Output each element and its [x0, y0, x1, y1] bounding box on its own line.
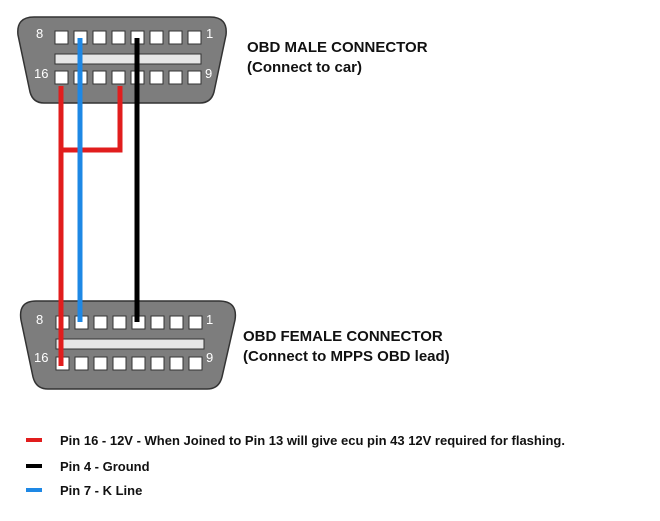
- female-pin-label-9: 9: [206, 350, 213, 365]
- female-bottom-pin-socket: [169, 356, 184, 371]
- female-bottom-pin-socket: [188, 356, 203, 371]
- male-connector-title: OBD MALE CONNECTOR: [247, 39, 428, 56]
- male-bottom-pin-socket: [92, 70, 107, 85]
- female-bottom-pin-socket: [74, 356, 89, 371]
- male-connector: 8 1 16 9: [17, 16, 227, 104]
- female-bottom-pin-socket: [93, 356, 108, 371]
- female-bottom-pin-socket: [150, 356, 165, 371]
- legend-swatch-black: [26, 464, 42, 468]
- male-top-pin-socket: [149, 30, 164, 45]
- male-pin-label-8: 8: [36, 26, 43, 41]
- male-pin-label-16: 16: [34, 66, 48, 81]
- wires: [58, 38, 140, 366]
- female-center-bar: [55, 338, 205, 350]
- female-top-pin-socket: [112, 315, 127, 330]
- male-top-pin-socket: [111, 30, 126, 45]
- male-top-pin-socket: [168, 30, 183, 45]
- male-bottom-pin-row: [54, 70, 202, 85]
- male-bottom-pin-socket: [111, 70, 126, 85]
- female-top-pin-socket: [150, 315, 165, 330]
- male-bottom-pin-socket: [168, 70, 183, 85]
- wire-pin-16-12v: [58, 86, 123, 153]
- legend-item-pin-4: Pin 4 - Ground: [26, 458, 150, 474]
- female-connector: 8 1 16 9: [19, 300, 237, 390]
- female-bottom-pin-socket: [131, 356, 146, 371]
- male-bottom-pin-socket: [187, 70, 202, 85]
- legend-swatch-red: [26, 438, 42, 442]
- male-top-pin-row: [54, 30, 202, 45]
- male-top-pin-socket: [187, 30, 202, 45]
- female-pin-label-8: 8: [36, 312, 43, 327]
- male-top-pin-socket: [92, 30, 107, 45]
- female-pin-label-16: 16: [34, 350, 48, 365]
- female-top-pin-socket: [188, 315, 203, 330]
- male-top-pin-socket: [54, 30, 69, 45]
- female-top-pin-socket: [93, 315, 108, 330]
- male-center-bar: [54, 53, 202, 65]
- legend-item-pin-7: Pin 7 - K Line: [26, 482, 142, 498]
- male-pin-label-1: 1: [206, 26, 213, 41]
- female-connector-subtitle: (Connect to MPPS OBD lead): [243, 348, 450, 365]
- legend-item-pin-16: Pin 16 - 12V - When Joined to Pin 13 wil…: [26, 432, 565, 448]
- male-connector-subtitle: (Connect to car): [247, 59, 363, 76]
- legend-text: Pin 7 - K Line: [60, 482, 143, 498]
- legend-swatch-blue: [26, 488, 42, 492]
- legend-text: Pin 4 - Ground: [60, 458, 150, 474]
- female-connector-title: OBD FEMALE CONNECTOR: [243, 328, 443, 345]
- female-top-pin-socket: [169, 315, 184, 330]
- legend-text: Pin 16 - 12V - When Joined to Pin 13 wil…: [60, 432, 565, 448]
- male-bottom-pin-socket: [149, 70, 164, 85]
- male-bottom-pin-socket: [54, 70, 69, 85]
- female-bottom-pin-socket: [112, 356, 127, 371]
- female-pin-label-1: 1: [206, 312, 213, 327]
- male-pin-label-9: 9: [205, 66, 212, 81]
